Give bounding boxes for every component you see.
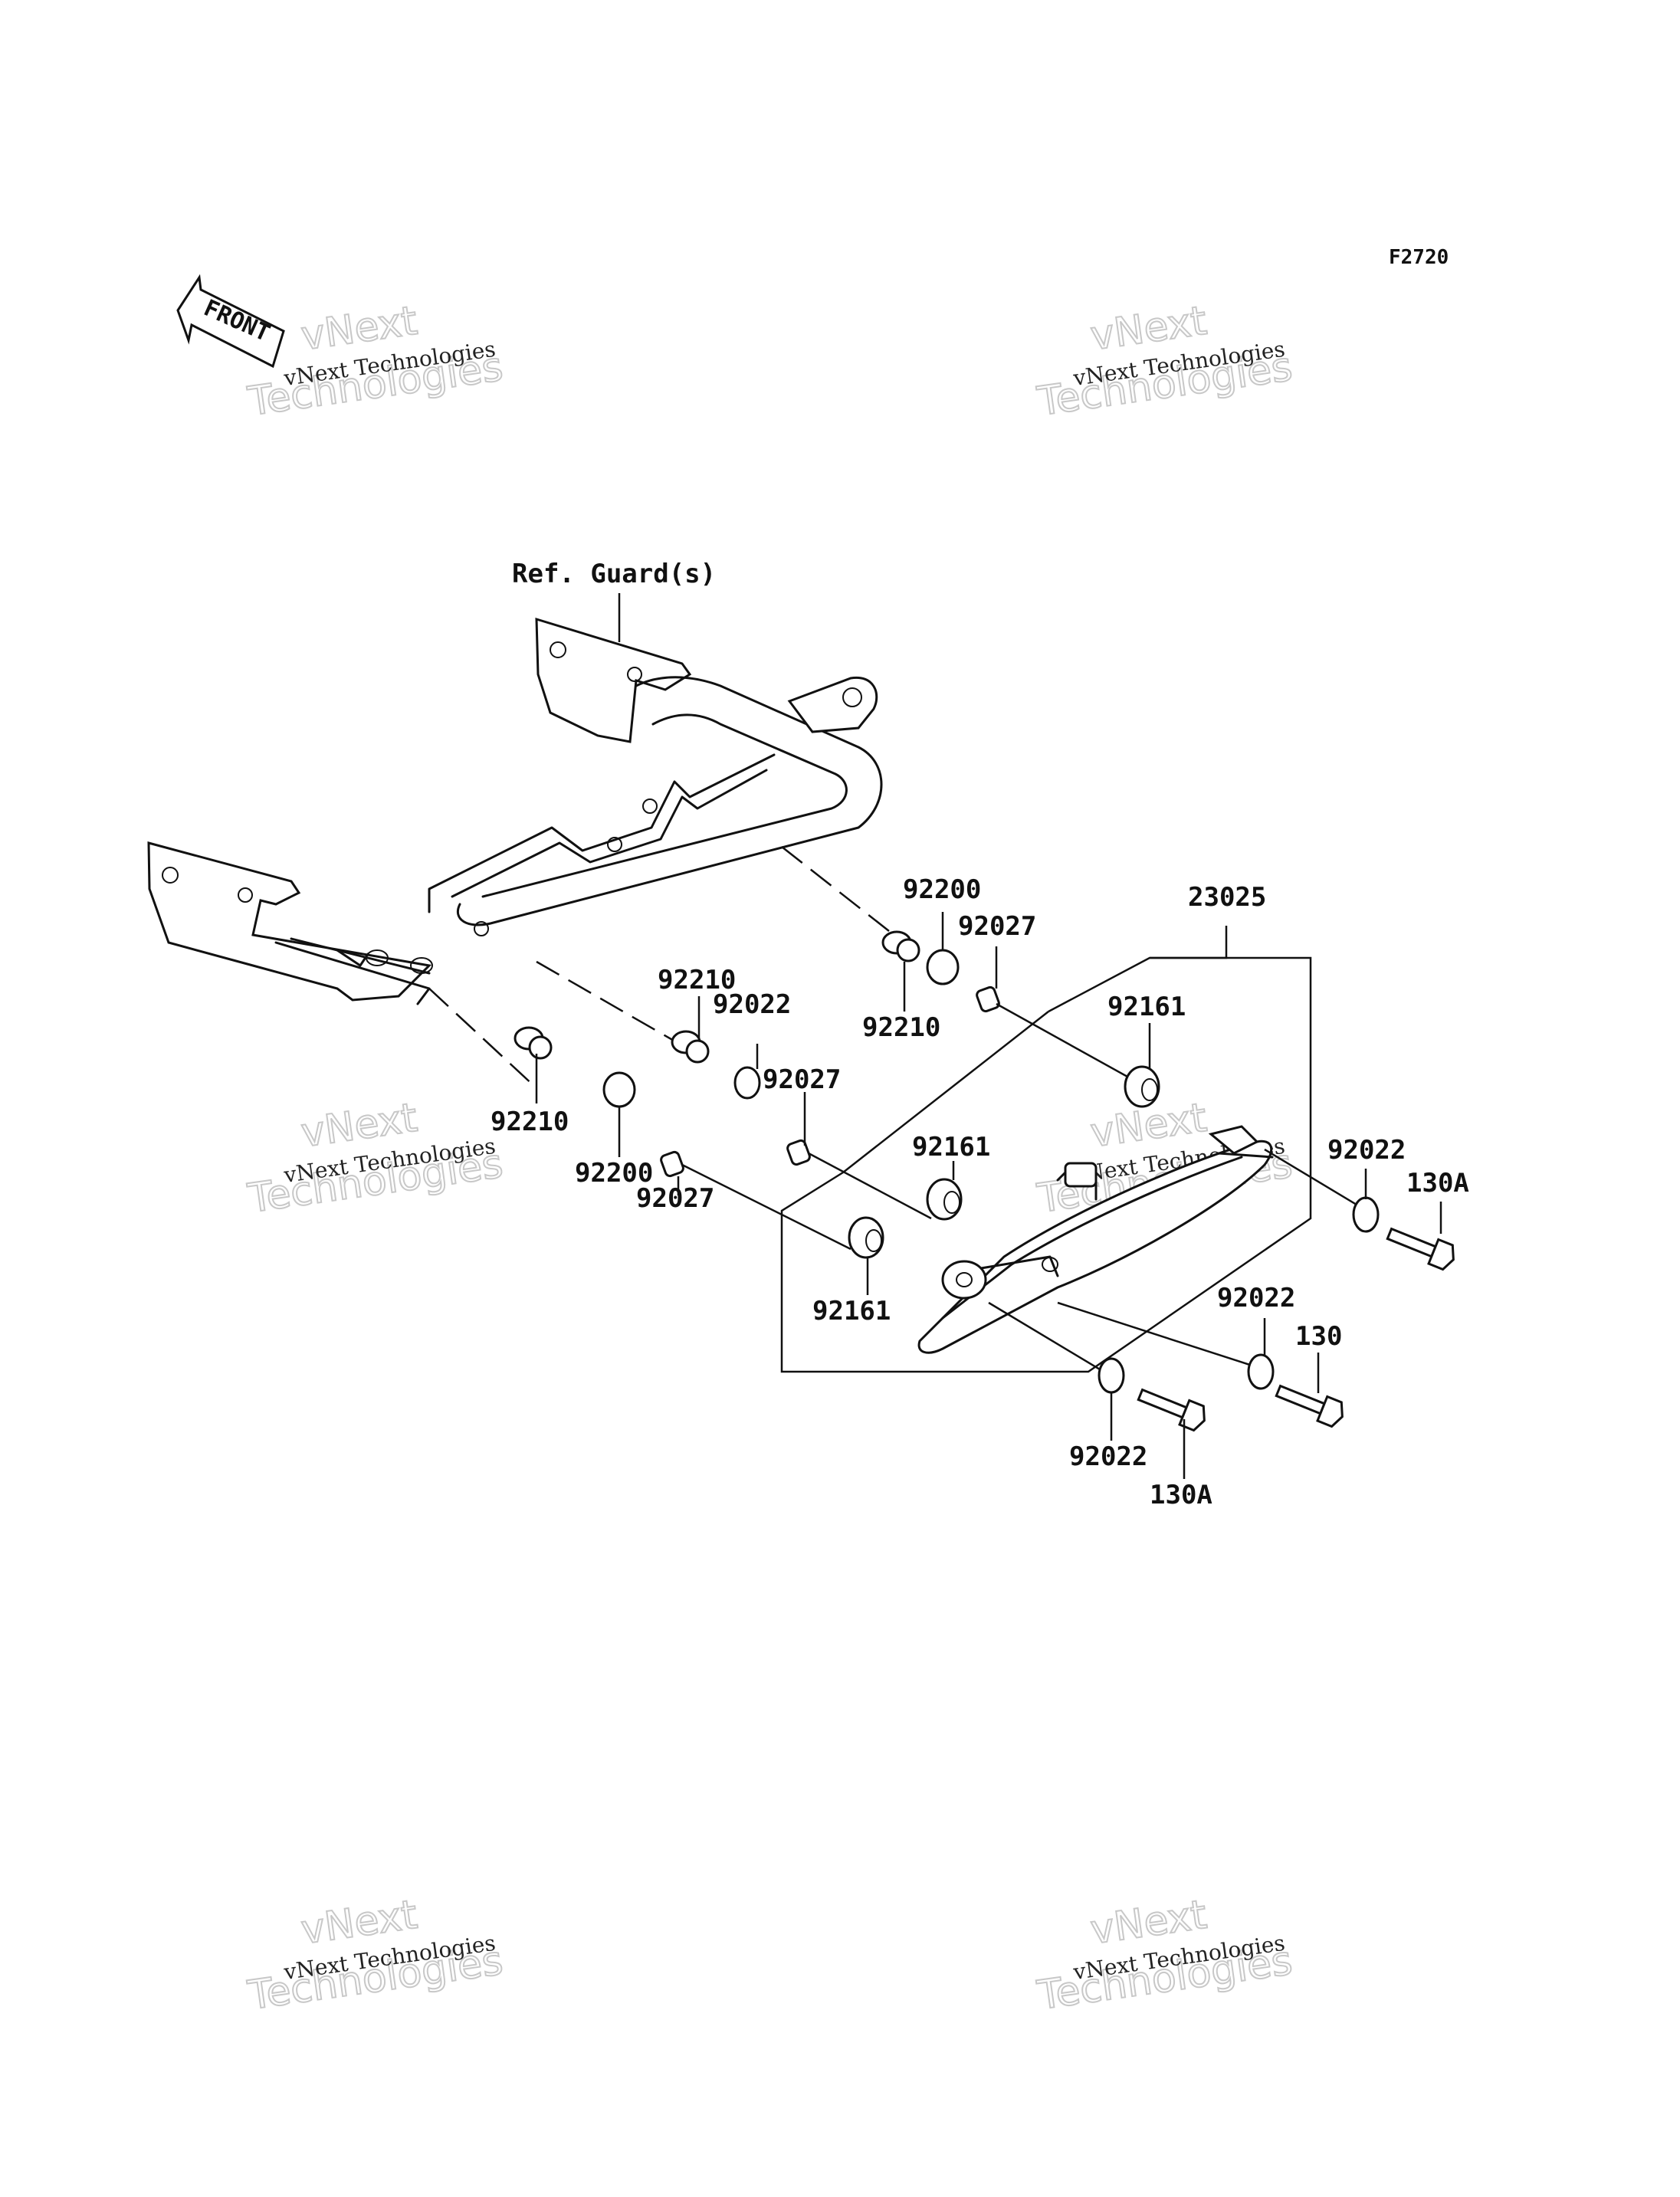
label-92027-left: 92027 (636, 1183, 714, 1214)
bolt-130 (1275, 1384, 1344, 1428)
washer-92022-low (1247, 1353, 1275, 1390)
label-130: 130 (1295, 1321, 1342, 1352)
collar-92027-top (976, 985, 1000, 1013)
washer-92022-bottom (1098, 1357, 1125, 1394)
label-92022-right: 92022 (1327, 1135, 1406, 1166)
collar-92027-left (660, 1150, 684, 1178)
watermark-mid-left: vNext Technologies vNext Technologies (244, 1094, 507, 1223)
washer-92022-mid (733, 1066, 761, 1100)
washer-92200-top (926, 949, 960, 985)
watermark-top-right: vNext Technologies vNext Technologies (1034, 297, 1296, 426)
grommet-92210-top (881, 930, 920, 962)
label-92027-top: 92027 (958, 911, 1036, 942)
turn-signal-lamp-23025 (917, 1125, 1274, 1354)
front-arrow-icon: FRONT (176, 274, 285, 369)
guard-frame (147, 617, 883, 1005)
label-92210-mid: 92210 (658, 965, 736, 995)
label-92200-top: 92200 (903, 874, 981, 905)
label-92022-mid: 92022 (713, 989, 791, 1020)
grommet-92210-mid (671, 1030, 710, 1064)
label-92161-low: 92161 (812, 1296, 891, 1326)
washer-92200-left (602, 1071, 636, 1108)
grommet-92161-top (1124, 1065, 1160, 1108)
label-130A-bottom: 130A (1150, 1480, 1212, 1510)
collar-92027-mid (786, 1139, 811, 1166)
label-92161-mid: 92161 (912, 1132, 990, 1162)
label-92027-mid: 92027 (763, 1064, 841, 1095)
bolt-130A-right (1386, 1227, 1455, 1271)
label-23025: 23025 (1188, 882, 1266, 913)
figure-code: F2720 (1389, 246, 1449, 269)
reference-label: Ref. Guard(s) (512, 559, 716, 589)
bolt-130A-bottom (1137, 1388, 1206, 1432)
label-130A-right: 130A (1406, 1168, 1469, 1199)
grommet-92161-low (848, 1216, 884, 1259)
label-92210-top: 92210 (862, 1012, 940, 1043)
watermark-bottom-left: vNext Technologies vNext Technologies (244, 1891, 507, 2020)
washer-92022-right (1352, 1196, 1380, 1233)
grommet-92161-mid (926, 1178, 963, 1221)
watermark-top-left: vNext Technologies vNext Technologies (244, 297, 507, 426)
label-92200-left: 92200 (575, 1158, 653, 1189)
label-92022-bottom: 92022 (1069, 1441, 1147, 1472)
label-92161-top: 92161 (1107, 992, 1186, 1022)
label-92022-low: 92022 (1217, 1283, 1295, 1313)
label-92210-left: 92210 (491, 1107, 569, 1137)
watermark-bottom-right: vNext Technologies vNext Technologies (1034, 1891, 1296, 2020)
grommet-92210-left (514, 1026, 553, 1060)
